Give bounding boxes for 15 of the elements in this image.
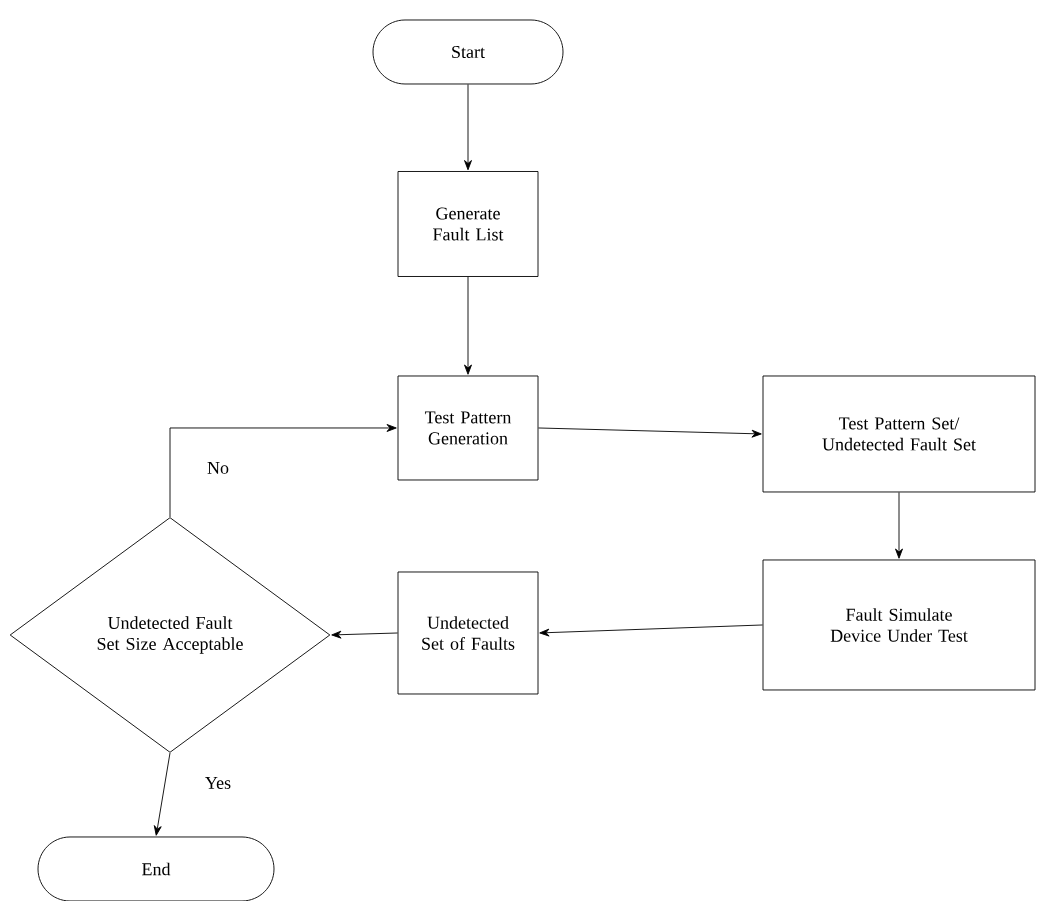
arrow	[539, 624, 763, 637]
edge-label: No	[207, 462, 229, 474]
arrow	[331, 630, 398, 639]
arrow	[538, 427, 762, 438]
process-box: Test Pattern Set/ Undetected Fault Set	[762, 375, 1036, 493]
arrow	[153, 752, 171, 836]
arrow	[464, 276, 472, 375]
edge-label: Yes	[205, 777, 231, 789]
process-box: Test Pattern Generation	[397, 375, 539, 481]
arrow	[169, 424, 397, 518]
process-box: Undetected Set of Faults	[397, 571, 539, 695]
arrow	[895, 492, 903, 559]
arrow	[464, 84, 472, 171]
process-box: Fault Simulate Device Under Test	[762, 559, 1036, 691]
process-box: Generate Fault List	[397, 171, 539, 277]
